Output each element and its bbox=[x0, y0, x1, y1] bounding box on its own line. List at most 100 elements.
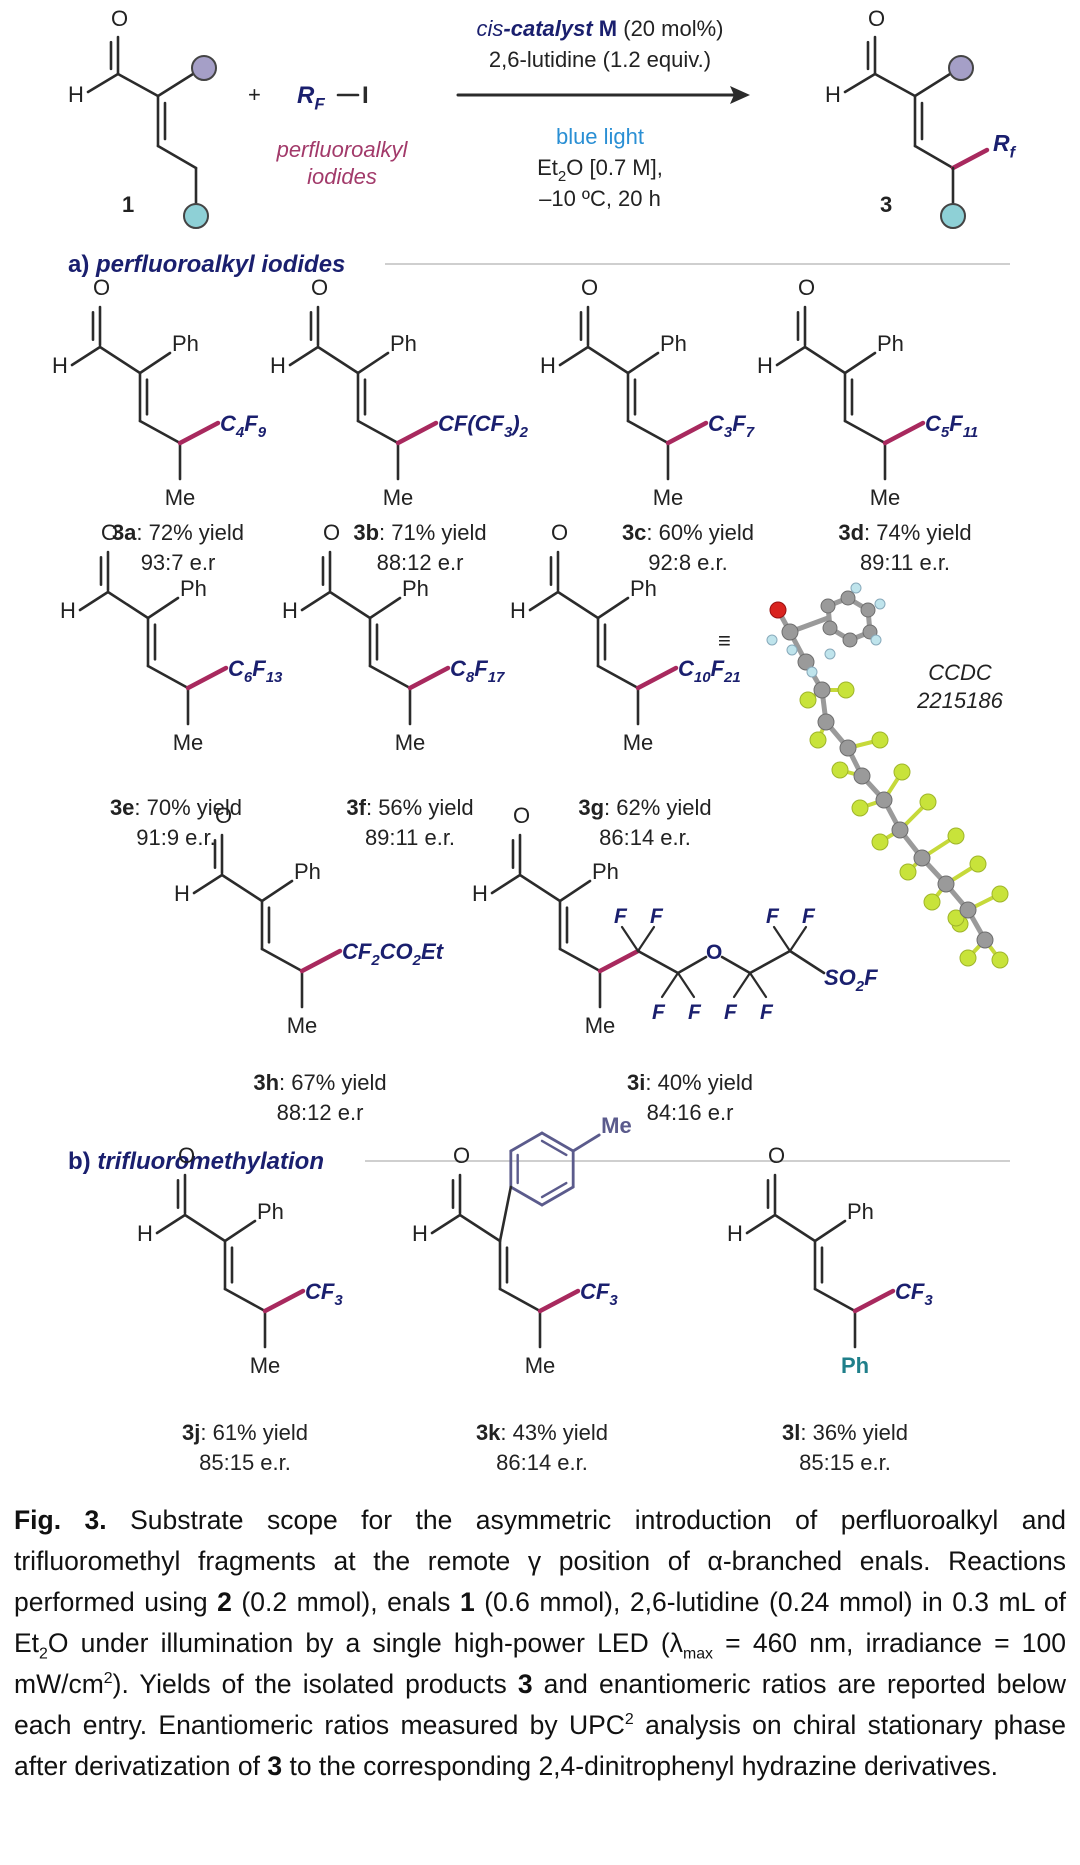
ether-oxygen: O bbox=[706, 941, 722, 964]
hydrogen-atom: H bbox=[137, 1221, 153, 1246]
caption-fig-label: Fig. 3. bbox=[14, 1505, 107, 1535]
reagent-iodine: I bbox=[362, 82, 369, 109]
hydrogen-atom bbox=[870, 634, 882, 646]
oxygen-atom: O bbox=[111, 6, 128, 31]
text-part: C bbox=[708, 411, 725, 436]
bond bbox=[490, 873, 522, 895]
subscript: 3 bbox=[504, 424, 513, 441]
subscript: 3 bbox=[924, 1292, 933, 1309]
fluorine: F bbox=[760, 1001, 774, 1024]
bond bbox=[773, 1213, 817, 1243]
yield-label: 3h: 67% yield bbox=[253, 1070, 386, 1095]
fluorine: F bbox=[802, 905, 816, 928]
hydrogen-atom: H bbox=[757, 353, 773, 378]
new-bond-highlight bbox=[395, 420, 439, 446]
text-part: C bbox=[450, 656, 467, 681]
oxygen-atom: O bbox=[323, 520, 340, 545]
text-part: CF bbox=[342, 939, 372, 964]
gamma-phenyl: Ph bbox=[841, 1353, 869, 1378]
oxygen-atom: O bbox=[101, 520, 118, 545]
fluorine-atom bbox=[799, 691, 817, 709]
hydrogen-atom: H bbox=[174, 881, 190, 906]
carbon-atom bbox=[891, 821, 909, 839]
bond bbox=[260, 879, 294, 903]
compound-label-1: 1 bbox=[122, 192, 134, 217]
er-value: 86:14 e.r. bbox=[599, 825, 691, 850]
methyl-bond bbox=[571, 1133, 601, 1153]
text-part: O [0.7 M], bbox=[566, 155, 663, 180]
hydrogen-atom bbox=[850, 582, 862, 594]
section-letter: a) bbox=[68, 251, 96, 278]
caption-bold-2: 2 bbox=[217, 1587, 232, 1617]
er-value: 93:7 e.r bbox=[141, 550, 216, 575]
bond bbox=[748, 949, 792, 975]
tolyl-ring-bond bbox=[540, 1139, 568, 1157]
reagent-name-line2: iodides bbox=[307, 164, 377, 189]
aryl-label: Ph bbox=[257, 1199, 284, 1224]
bond bbox=[813, 1287, 857, 1313]
er-value: 92:8 e.r. bbox=[648, 550, 728, 575]
reagent-rf: RF bbox=[297, 82, 325, 114]
subscript: 2 bbox=[370, 952, 380, 969]
gamma-methyl: Me bbox=[250, 1353, 281, 1378]
carbon-atom bbox=[822, 620, 838, 636]
bond bbox=[368, 664, 412, 690]
text-part: CF(CF bbox=[438, 411, 505, 436]
hydrogen-atom: H bbox=[472, 881, 488, 906]
bond bbox=[803, 345, 847, 375]
fluorine: F bbox=[724, 1001, 738, 1024]
caption-sub-max: max bbox=[682, 1645, 713, 1663]
fluorine-atom bbox=[947, 827, 965, 845]
bond bbox=[192, 873, 224, 895]
compound-id: 3c bbox=[622, 520, 646, 545]
subscript: 6 bbox=[244, 669, 253, 686]
subscript: 4 bbox=[235, 424, 245, 441]
fluorine-atom bbox=[969, 855, 987, 873]
hydrogen-atom: H bbox=[510, 598, 526, 623]
subscript: 10 bbox=[694, 669, 711, 686]
tolyl-ring-bond bbox=[509, 1185, 544, 1207]
text-part: R bbox=[993, 130, 1010, 156]
gamma-methyl: Me bbox=[525, 1353, 556, 1378]
er-value: 88:12 e.r bbox=[377, 550, 464, 575]
subscript: 2 bbox=[558, 168, 566, 185]
text-part: CF bbox=[580, 1279, 610, 1304]
plus-sign: + bbox=[248, 82, 261, 107]
text-part: F bbox=[252, 656, 266, 681]
fluorine-atom bbox=[919, 793, 937, 811]
bond bbox=[636, 925, 656, 953]
gamma-methyl: Me bbox=[585, 1013, 616, 1038]
yield-value: : 67% yield bbox=[279, 1070, 387, 1095]
bond bbox=[458, 1213, 502, 1243]
fluorine-atom bbox=[831, 761, 849, 779]
arrow-head bbox=[730, 86, 750, 104]
bond bbox=[368, 596, 402, 620]
er-value: 89:11 e.r. bbox=[365, 825, 455, 850]
text-part: C bbox=[220, 411, 237, 436]
new-bond-highlight bbox=[407, 665, 451, 691]
aryl-label: Ph bbox=[390, 331, 417, 356]
compound-id: 3h bbox=[253, 1070, 279, 1095]
yield-value: : 61% yield bbox=[200, 1420, 308, 1445]
caption-text-9: to the corresponding 2,4-dinitrophenyl h… bbox=[282, 1751, 999, 1781]
yield-label: 3g: 62% yield bbox=[578, 795, 711, 820]
er-value: 85:15 e.r. bbox=[199, 1450, 291, 1475]
figure-caption: Fig. 3. Substrate scope for the asymmetr… bbox=[14, 1500, 1066, 1787]
sulfonyl-fluoride: SO2F bbox=[824, 965, 878, 995]
caption-text-7: and enantiomeric ratios are reported bel… bbox=[14, 1669, 1066, 1740]
hydrogen-atom: H bbox=[412, 1221, 428, 1246]
yield-value: : 36% yield bbox=[800, 1420, 908, 1445]
catalyst-name: -catalyst bbox=[503, 16, 598, 41]
compound-id: 3l bbox=[782, 1420, 800, 1445]
text-part: CF bbox=[895, 1279, 925, 1304]
text-part: F bbox=[732, 411, 746, 436]
substituent-circle-teal bbox=[183, 203, 209, 229]
er-value: 86:14 e.r. bbox=[496, 1450, 588, 1475]
aryl-label: Ph bbox=[180, 576, 207, 601]
compound-label-3: 3 bbox=[880, 192, 892, 217]
text-part: R bbox=[297, 82, 315, 109]
